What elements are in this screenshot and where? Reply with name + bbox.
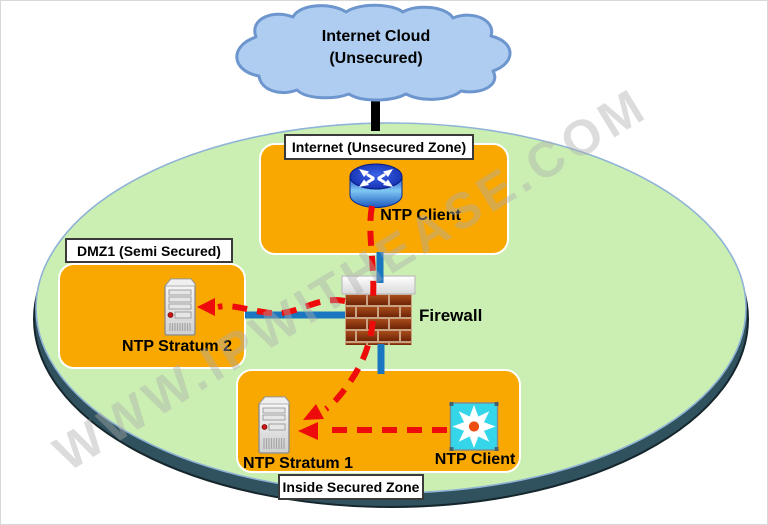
- firewall-icon: [341, 275, 416, 347]
- zone-label-internet: Internet (Unsecured Zone): [284, 134, 474, 160]
- firewall-cap: [341, 275, 416, 295]
- router-icon: [347, 161, 405, 213]
- internet-cloud-shape: [235, 3, 512, 102]
- zone-box-dmz: [58, 263, 246, 369]
- zone-label-inside: Inside Secured Zone: [278, 474, 424, 500]
- label-inside-ntp-client: NTP Client: [434, 451, 516, 468]
- selection-handles: [449, 402, 499, 451]
- label-firewall: Firewall: [419, 306, 483, 325]
- cloud-connector-line: [371, 94, 380, 131]
- ntp-stratum2-server-icon: [162, 276, 198, 338]
- zone-label-internet-text: Internet (Unsecured Zone): [291, 139, 467, 155]
- switch-center-dot: [468, 421, 480, 432]
- label-internet-ntp-client: NTP Client: [380, 207, 461, 224]
- zone-box-internet: [259, 143, 509, 255]
- zone-label-dmz-text: DMZ1 (Semi Secured): [77, 242, 221, 259]
- zone-label-dmz: DMZ1 (Semi Secured): [65, 238, 233, 263]
- ntp-stratum1-server-icon: [256, 394, 292, 456]
- server-vents: [169, 323, 191, 331]
- cloud-title: Internet Cloud (Unsecured): [281, 26, 471, 70]
- label-ntp-stratum1: NTP Stratum 1: [243, 455, 353, 472]
- server-vents: [263, 438, 285, 449]
- cloud-title-line1: Internet Cloud: [321, 28, 431, 45]
- multilayer-switch-icon: [449, 402, 499, 451]
- zone-label-inside-text: Inside Secured Zone: [282, 479, 420, 495]
- label-ntp-stratum2: NTP Stratum 2: [122, 338, 232, 355]
- router-arrows: [359, 169, 393, 187]
- cloud-title-line2: (Unsecured): [329, 50, 423, 67]
- server-power-led: [167, 312, 174, 318]
- server-power-led: [261, 424, 268, 430]
